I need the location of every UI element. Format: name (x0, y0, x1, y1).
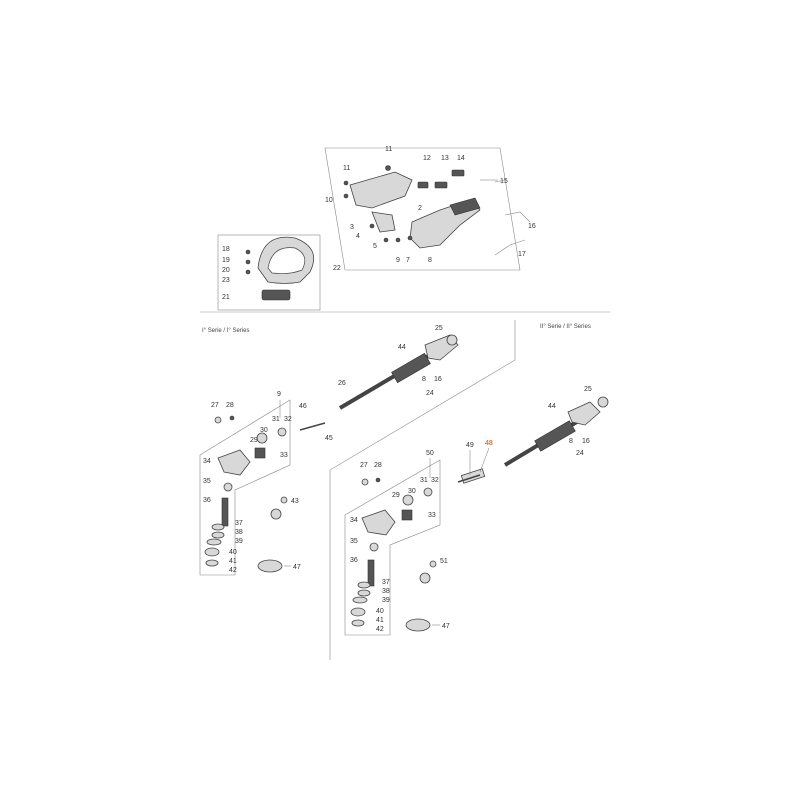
callout-34: 34 (203, 458, 211, 465)
callout-40: 40 (376, 608, 384, 615)
callout-15: 15 (500, 178, 508, 185)
callout-39: 39 (382, 597, 390, 604)
callout-3: 3 (350, 224, 354, 231)
callout-16: 16 (528, 223, 536, 230)
callout-51: 51 (440, 558, 448, 565)
callout-29: 29 (392, 492, 400, 499)
callout-18: 18 (222, 246, 230, 253)
callout-24: 24 (426, 390, 434, 397)
callout-46: 46 (299, 403, 307, 410)
handle-assembly (324, 147, 531, 271)
callout-31: 31 (272, 416, 280, 423)
callout-40: 40 (229, 549, 237, 556)
callout-16: 16 (434, 376, 442, 383)
callout-25: 25 (584, 386, 592, 393)
callout-48-highlighted: 48 (485, 440, 493, 447)
callout-9: 9 (277, 391, 281, 398)
callout-44: 44 (398, 344, 406, 351)
callout-11: 11 (343, 165, 350, 172)
callout-26: 26 (338, 380, 346, 387)
callout-30: 30 (408, 488, 416, 495)
callout-23: 23 (222, 277, 230, 284)
callout-4: 4 (356, 233, 360, 240)
callout-36: 36 (203, 497, 211, 504)
series-2-gearhead (344, 459, 441, 636)
callout-31: 31 (420, 477, 428, 484)
callout-20: 20 (222, 267, 230, 274)
callout-43: 43 (291, 498, 299, 505)
callout-50: 50 (426, 450, 434, 457)
callout-28: 28 (374, 462, 382, 469)
callout-33: 33 (280, 452, 288, 459)
series-right-header: II° Serie / II° Series (540, 324, 591, 330)
callout-8: 8 (422, 376, 426, 383)
loop-handle-assembly (217, 234, 321, 311)
callout-32: 32 (284, 416, 292, 423)
callout-42: 42 (229, 567, 237, 574)
callout-2: 2 (418, 205, 422, 212)
callout-13: 13 (441, 155, 449, 162)
callout-16: 16 (582, 438, 590, 445)
callout-19: 19 (222, 257, 230, 264)
callout-8: 8 (569, 438, 573, 445)
callout-5: 5 (373, 243, 377, 250)
callout-42: 42 (376, 626, 384, 633)
series-1-gearhead (199, 399, 291, 576)
callout-39: 39 (235, 538, 243, 545)
callout-27: 27 (211, 402, 219, 409)
callout-24: 24 (576, 450, 584, 457)
callout-37: 37 (235, 520, 243, 527)
callout-34: 34 (350, 517, 358, 524)
callouts: 11 11 12 13 14 15 10 3 4 2 5 9 7 8 16 17… (203, 146, 592, 633)
callout-47: 47 (293, 564, 301, 571)
callout-25: 25 (435, 325, 443, 332)
callout-35: 35 (350, 538, 358, 545)
callout-47: 47 (442, 623, 450, 630)
callout-14: 14 (457, 155, 465, 162)
series-left-header: I° Serie / I° Series (202, 328, 249, 334)
callout-17: 17 (518, 251, 526, 258)
callout-32: 32 (431, 477, 439, 484)
callout-8: 8 (428, 257, 432, 264)
callout-41: 41 (376, 617, 384, 624)
callout-45: 45 (325, 435, 333, 442)
callout-10: 10 (325, 197, 333, 204)
series-1-shaft (299, 320, 516, 660)
callout-36: 36 (350, 557, 358, 564)
callout-7: 7 (406, 257, 410, 264)
callout-29: 29 (250, 437, 258, 444)
series-2-shaft (457, 396, 609, 484)
callout-41: 41 (229, 558, 237, 565)
callout-12: 12 (423, 155, 431, 162)
callout-33: 33 (428, 512, 436, 519)
leader-lines (279, 179, 506, 626)
callout-11: 11 (385, 146, 392, 153)
callout-27: 27 (360, 462, 368, 469)
callout-30: 30 (260, 427, 268, 434)
callout-38: 38 (235, 529, 243, 536)
callout-21: 21 (222, 294, 230, 301)
callout-9: 9 (396, 257, 400, 264)
callout-44: 44 (548, 403, 556, 410)
callout-22: 22 (333, 265, 341, 272)
callout-38: 38 (382, 588, 390, 595)
callout-49: 49 (466, 442, 474, 449)
callout-28: 28 (226, 402, 234, 409)
callout-35: 35 (203, 478, 211, 485)
callout-37: 37 (382, 579, 390, 586)
